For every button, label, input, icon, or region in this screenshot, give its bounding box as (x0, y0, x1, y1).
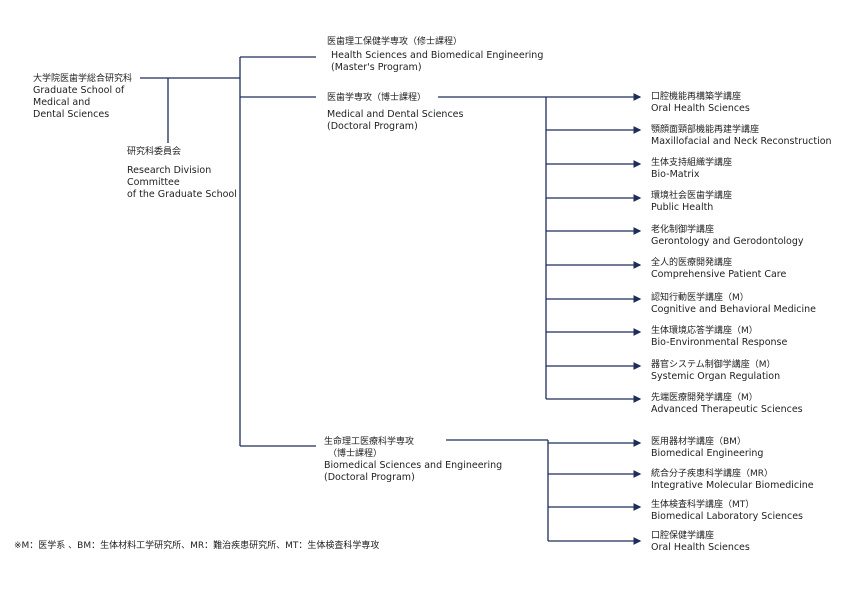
biomedical-program-label: 生命理工医療科学専攻 （博士課程） Biomedical Sciences an… (324, 436, 502, 484)
course-name-ja: 生体支持組織学講座 (651, 158, 733, 168)
course-name-en: Biomedical Engineering (651, 448, 764, 459)
course-name-en: Biomedical Laboratory Sciences (651, 511, 803, 522)
course-name-ja: 先端医療開発学講座（M） (651, 393, 758, 403)
course-name-ja: 全人的医療開発講座 (651, 258, 733, 268)
course-name-ja: 統合分子疾患科学講座（MR） (651, 469, 774, 479)
course-name-en: Advanced Therapeutic Sciences (651, 404, 803, 415)
course-name-en: Comprehensive Patient Care (651, 269, 787, 280)
course-name-en: Gerontology and Gerodontology (651, 236, 804, 247)
biomedical-program-en-1: Biomedical Sciences and Engineering (324, 460, 503, 471)
doctoral-course-9: 器官システム制御学講座（M）Systemic Organ Regulation (651, 359, 780, 383)
doctoral-course-7: 認知行動医学講座（M）Cognitive and Behavioral Medi… (651, 292, 816, 316)
biomedical-program-en-2: (Doctoral Program) (324, 472, 415, 483)
biomedical-program-ja: 生命理工医療科学専攻 (324, 437, 415, 447)
committee-en-1: Research Division (127, 165, 212, 176)
masters-program-en-1: Health Sciences and Biomedical Engineeri… (331, 50, 544, 61)
biomedical-course-1: 医用器材学講座（BM）Biomedical Engineering (651, 436, 763, 460)
committee-en-2: Committee (127, 177, 180, 188)
doctoral-program-en-1: Medical and Dental Sciences (327, 109, 464, 120)
course-name-en: Maxillofacial and Neck Reconstruction (651, 136, 832, 147)
committee-label: 研究科委員会 Research Division Committee of th… (127, 146, 237, 201)
course-name-ja: 口腔保健学講座 (651, 531, 715, 541)
course-name-en: Oral Health Sciences (651, 542, 750, 553)
committee-ja: 研究科委員会 (127, 147, 182, 157)
course-name-en: Cognitive and Behavioral Medicine (651, 304, 816, 315)
committee-en-3: of the Graduate School (127, 189, 237, 200)
course-name-ja: 生体環境応答学講座（M） (651, 326, 758, 336)
masters-program-ja: 医歯理工保健学専攻（修士課程） (327, 37, 463, 47)
graduate-school-en-1: Graduate School of (33, 85, 125, 96)
biomedical-course-3: 生体検査科学講座（MT）Biomedical Laboratory Scienc… (651, 499, 803, 523)
graduate-school-ja: 大学院医歯学総合研究科 (33, 74, 133, 84)
course-name-ja: 顎顔面頸部機能再建学講座 (651, 125, 760, 135)
doctoral-course-10: 先端医療開発学講座（M）Advanced Therapeutic Science… (651, 392, 803, 416)
doctoral-course-8: 生体環境応答学講座（M）Bio-Environmental Response (651, 325, 787, 349)
course-name-en: Bio-Environmental Response (651, 337, 788, 348)
graduate-school-en-3: Dental Sciences (33, 109, 110, 120)
doctoral-program-ja: 医歯学専攻（博士課程） (327, 93, 427, 103)
biomedical-course-2: 統合分子疾患科学講座（MR）Integrative Molecular Biom… (651, 468, 814, 492)
masters-program-en-2: (Master's Program) (331, 62, 422, 73)
course-name-en: Bio-Matrix (651, 169, 700, 180)
masters-program-label: 医歯理工保健学専攻（修士課程） Health Sciences and Biom… (327, 36, 543, 74)
course-name-ja: 老化制御学講座 (651, 225, 715, 235)
course-name-ja: 環境社会医歯学講座 (651, 191, 733, 201)
footnote: ※M：医学系 、BM：生体材料工学研究所、MR：難治疾患研究所、MT：生体検査科… (14, 541, 380, 551)
biomedical-program-ja-2: （博士課程） (328, 449, 383, 459)
course-name-ja: 生体検査科学講座（MT） (651, 500, 755, 510)
doctoral-program-en-2: (Doctoral Program) (327, 121, 418, 132)
graduate-school-en-2: Medical and (33, 97, 91, 108)
course-name-ja: 器官システム制御学講座（M） (651, 360, 776, 370)
course-name-en: Systemic Organ Regulation (651, 371, 781, 382)
graduate-school-label: 大学院医歯学総合研究科 Graduate School of Medical a… (33, 73, 132, 121)
doctoral-program-label: 医歯学専攻（博士課程） Medical and Dental Sciences … (327, 92, 463, 133)
course-name-en: Public Health (651, 202, 714, 213)
course-name-ja: 医用器材学講座（BM） (651, 437, 746, 447)
course-name-en: Oral Health Sciences (651, 103, 750, 114)
course-name-ja: 認知行動医学講座（M） (651, 293, 749, 303)
course-name-en: Integrative Molecular Biomedicine (651, 480, 814, 491)
course-name-ja: 口腔機能再構築学講座 (651, 92, 742, 102)
